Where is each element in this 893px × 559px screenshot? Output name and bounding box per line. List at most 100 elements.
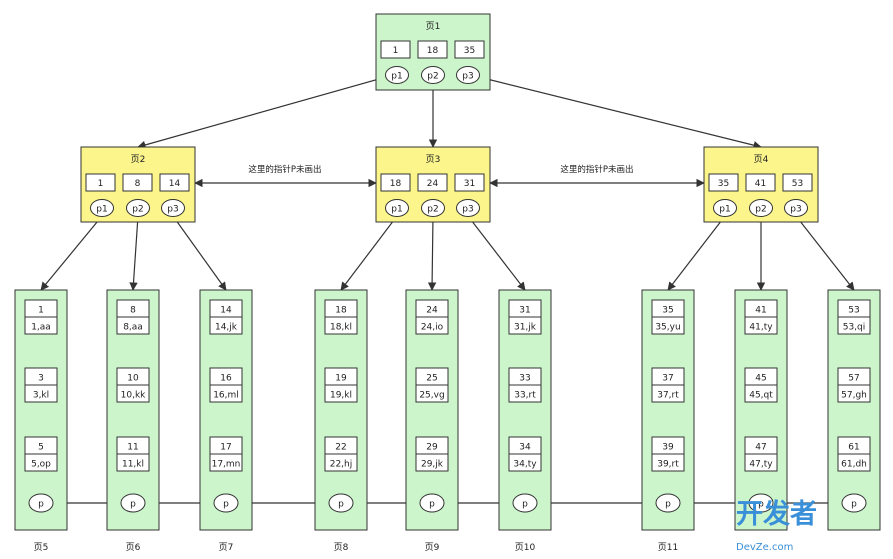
edge-internal-to-leaf (667, 215, 726, 291)
internal-page-key: 35 (718, 179, 729, 189)
edge-internal-to-leaf (129, 215, 139, 291)
record-value: 39,rt (657, 460, 679, 470)
internal-page-key: 24 (427, 179, 439, 189)
root-page-pointer: p1 (391, 72, 402, 82)
internal-page-pointer: p3 (167, 205, 178, 215)
record-key: 1 (38, 306, 44, 316)
internal-page-pointer-oval (161, 199, 185, 217)
record-key: 10 (127, 374, 139, 384)
record-key: 61 (848, 443, 859, 453)
leaf-title: 页9 (425, 542, 440, 553)
leaf-title: 页8 (334, 542, 349, 553)
leaf-pointer: p (130, 500, 136, 510)
record-key: 11 (127, 443, 138, 453)
internal-page-key-box (417, 173, 448, 192)
record-value: 5,op (31, 460, 51, 470)
internal-page-key-box (782, 173, 813, 192)
internal-page-key-box (380, 173, 411, 192)
edge-internal-to-leaf (340, 215, 398, 291)
internal-page-pointer-oval (784, 199, 808, 217)
record-value: 57,gh (841, 391, 867, 401)
edge-root-p3 (478, 76, 762, 150)
root-page-key-box (380, 40, 411, 59)
leaf-pointer: p (665, 500, 671, 510)
record-key: 16 (220, 374, 232, 384)
record-key: 45 (755, 374, 766, 384)
root-page-key: 35 (464, 46, 475, 56)
record-key: 57 (848, 374, 859, 384)
record-value: 10,kk (121, 391, 147, 401)
watermark-line1: 开发者 (736, 498, 817, 530)
record-key: 8 (130, 306, 136, 316)
internal-page-pointer: p1 (96, 205, 107, 215)
internal-page-key-box (122, 173, 153, 192)
leaf-pointer: p (429, 500, 435, 510)
internal-page-pointer: p2 (132, 205, 143, 215)
record-key: 29 (426, 443, 438, 453)
record-value: 25,vg (419, 391, 444, 401)
internal-page-pointer: p3 (462, 205, 473, 215)
record-value: 18,kl (330, 323, 352, 333)
leaf-pointer: p (338, 500, 344, 510)
record-value: 17,mn (212, 460, 241, 470)
root-page-pointer: p3 (462, 72, 473, 82)
leaf-pointer-oval (28, 493, 54, 513)
edge-internal-to-leaf (467, 215, 526, 291)
internal-page-title: 页3 (426, 154, 441, 165)
record-key: 5 (38, 443, 44, 453)
internal-page-key-box (159, 173, 190, 192)
record-value: 41,ty (749, 323, 773, 333)
record-key: 47 (755, 443, 766, 453)
internal-page-pointer: p1 (391, 205, 402, 215)
root-page-key: 18 (427, 46, 439, 56)
record-value: 24,io (421, 323, 444, 333)
internal-page-pointer: p2 (427, 205, 438, 215)
record-value: 45,qt (749, 391, 773, 401)
internal-page-key-box (454, 173, 485, 192)
internal-page-title: 页4 (754, 154, 769, 165)
root-page-pointer: p2 (427, 72, 438, 82)
internal-page-key: 18 (390, 179, 402, 189)
internal-page-pointer-oval (385, 199, 409, 217)
leaf-pointer-oval (419, 493, 445, 513)
record-key: 24 (426, 306, 438, 316)
record-key: 19 (335, 374, 347, 384)
record-key: 25 (426, 374, 437, 384)
note-pointer-not-drawn: 这里的指针P未画出 (560, 164, 633, 175)
record-key: 35 (662, 306, 673, 316)
leaf-pointer: p (522, 500, 528, 510)
internal-page-pointer: p1 (719, 205, 730, 215)
root-page-pointer-oval (385, 66, 409, 84)
root-page-key-box (454, 40, 485, 59)
record-key: 41 (755, 306, 766, 316)
record-key: 17 (220, 443, 231, 453)
leaf-title: 页7 (219, 542, 234, 553)
record-value: 16,ml (213, 391, 239, 401)
record-key: 34 (519, 443, 531, 453)
internal-page-key-box (708, 173, 739, 192)
watermark: 开发者 DevZe.com (736, 498, 817, 553)
record-key: 37 (662, 374, 673, 384)
record-value: 14,jk (215, 323, 238, 333)
leaf-pointer-oval (328, 493, 354, 513)
internal-page-title: 页2 (131, 154, 146, 165)
internal-page-pointer-oval (456, 199, 480, 217)
leaf-pointer-oval (655, 493, 681, 513)
leaf-pointer-oval (512, 493, 538, 513)
record-value: 37,rt (657, 391, 679, 401)
root-page-title: 页1 (426, 21, 441, 32)
leaf-pointer: p (223, 500, 229, 510)
root-page-key-box (417, 40, 448, 59)
record-key: 22 (335, 443, 346, 453)
edge-internal-to-leaf (427, 215, 437, 291)
record-key: 53 (848, 306, 859, 316)
